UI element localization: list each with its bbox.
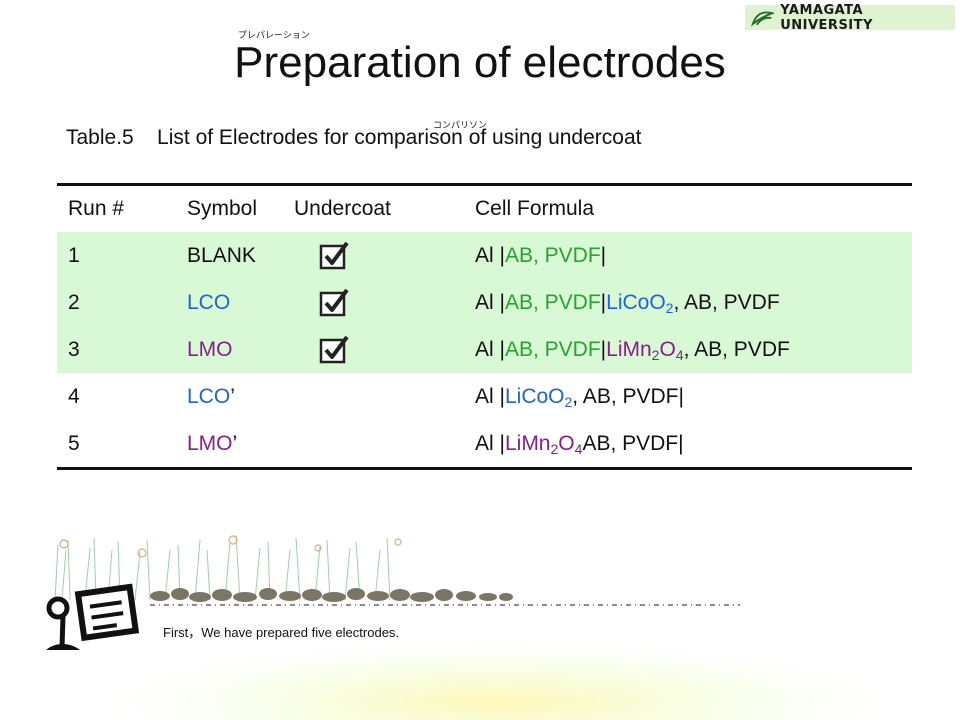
formula-undercoat: AB, PVDF — [504, 337, 601, 361]
row-cell-formula: Al | AB, PVDF| LiCoO2, AB, PVDF — [475, 279, 780, 326]
formula-undercoat: AB, PVDF — [504, 290, 601, 314]
header-symbol: Symbol — [187, 197, 258, 220]
table-row: 1 BLANK Al | AB, PVDF| — [57, 232, 912, 279]
formula-current-collector: Al | — [475, 290, 505, 314]
row-symbol: LCO’ — [187, 384, 235, 408]
formula-binder: AB, PVDF| — [582, 431, 684, 455]
row-cell-formula: Al |LiMn2O4 AB, PVDF| — [475, 420, 684, 467]
formula-separator: | — [600, 290, 607, 314]
leaf-logo-icon — [751, 10, 775, 26]
row-symbol: BLANK — [187, 243, 256, 267]
row-symbol: LMO’ — [187, 431, 238, 455]
checkbox-checked-icon — [319, 232, 349, 279]
table-row: 5 LMO’ Al |LiMn2O4 AB, PVDF| — [57, 420, 912, 467]
row-run: 2 — [68, 290, 80, 314]
row-cell-formula: Al | LiCoO2, AB, PVDF| — [475, 373, 684, 420]
header-run: Run # — [68, 197, 125, 220]
formula-binder: , AB, PVDF — [673, 290, 780, 314]
university-logo: YAMAGATA UNIVERSITY — [745, 2, 955, 33]
row-run: 3 — [68, 337, 80, 361]
note-icon — [46, 583, 140, 650]
row-run: 1 — [68, 243, 80, 267]
formula-binder: , AB, PVDF — [683, 337, 790, 361]
formula-current-collector: Al | — [475, 337, 505, 361]
table-caption: Table.5 List of Electrodes for compariso… — [66, 126, 642, 149]
table-header-row: Run # Symbol Undercoat Cell Formula — [57, 186, 912, 232]
caption-ruby: コンパリソン — [433, 121, 488, 131]
narration-text: First，We have prepared five electrodes. — [163, 625, 400, 640]
checkbox-checked-icon — [319, 326, 349, 373]
formula-active-material: LiMn2O4 — [606, 337, 684, 363]
checkbox-checked-icon — [319, 279, 349, 326]
flower-buds — [59, 535, 402, 558]
table-row: 3 LMO Al | AB, PVDF| LiMn2O4, AB, PVDF — [57, 326, 912, 373]
formula-binder: , AB, PVDF| — [572, 384, 684, 408]
formula-active-material: LiCoO2 — [606, 290, 674, 316]
formula-undercoat: AB, PVDF — [504, 243, 601, 267]
logo-text: YAMAGATA UNIVERSITY — [780, 2, 873, 33]
formula-current-collector: Al | — [475, 384, 505, 408]
table-row: 2 LCO Al | AB, PVDF| LiCoO2, AB, PVDF — [57, 279, 912, 326]
formula-active-material: LiCoO2 — [504, 384, 573, 410]
row-cell-formula: Al | AB, PVDF| LiMn2O4, AB, PVDF — [475, 326, 790, 373]
header-undercoat: Undercoat — [294, 197, 391, 220]
row-run: 4 — [68, 384, 80, 408]
row-symbol: LMO — [187, 337, 233, 361]
decorative-grass-banner — [46, 534, 880, 720]
table-bottom-rule — [57, 467, 912, 470]
pebble-row — [150, 588, 513, 602]
page-title: Preparation of electrodes — [234, 38, 726, 87]
table-row: 4 LCO’ Al | LiCoO2, AB, PVDF| — [57, 373, 912, 420]
table-top-rule — [57, 183, 912, 186]
formula-separator: | — [600, 337, 607, 361]
row-symbol: LCO — [187, 290, 231, 314]
header-cell-formula: Cell Formula — [475, 197, 595, 220]
formula-current-collector: Al | — [475, 431, 505, 455]
row-cell-formula: Al | AB, PVDF| — [475, 232, 606, 279]
formula-separator: | — [600, 243, 607, 267]
formula-current-collector: Al | — [475, 243, 505, 267]
formula-active-material: LiMn2O4 — [504, 431, 583, 457]
electrode-table: Run # Symbol Undercoat Cell Formula 1 BL… — [57, 183, 912, 470]
title-ruby: プレパレーション — [238, 31, 310, 41]
row-run: 5 — [68, 431, 80, 455]
